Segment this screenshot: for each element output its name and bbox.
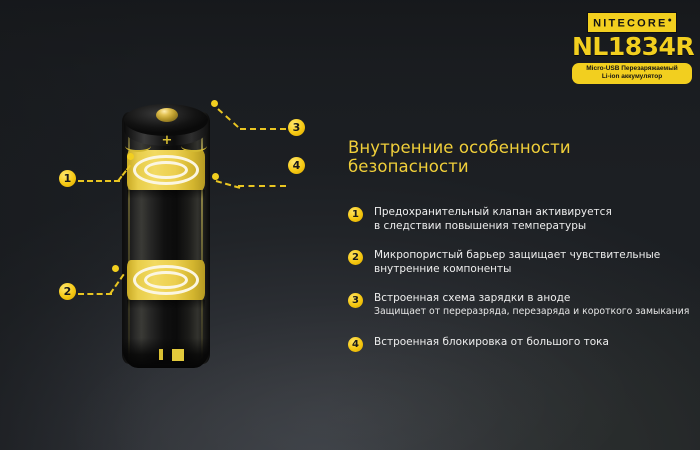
callout-anchor-dot-2	[112, 265, 119, 272]
callout-anchor-dot-4	[212, 173, 219, 180]
callout-leader-4-horizontal	[238, 185, 286, 187]
product-subtitle-line1: Micro-USB Перезаряжаемый	[586, 64, 678, 72]
feature-text-line1: Встроенная блокировка от большого тока	[374, 336, 609, 348]
ring-outer-oval	[133, 155, 199, 185]
battery-bottom-mark-large	[172, 349, 184, 361]
battery-illustration: +	[122, 94, 210, 368]
feature-item-1: 1 Предохранительный клапан активируется …	[348, 205, 692, 233]
callout-marker-1[interactable]: 1	[59, 170, 76, 187]
feature-bullet-2: 2	[348, 250, 363, 265]
feature-text-line1: Предохранительный клапан активируется	[374, 206, 612, 218]
feature-bullet-3: 3	[348, 293, 363, 308]
ring-outer-oval	[133, 265, 199, 295]
callout-leader-3-horizontal	[240, 128, 286, 130]
brand-logo-text: NITECORE	[593, 17, 668, 30]
feature-text-line2: в следствии повышения температуры	[374, 220, 587, 232]
feature-text-line2: Защищает от переразряда, перезаряда и ко…	[374, 306, 690, 317]
feature-bullet-1: 1	[348, 207, 363, 222]
battery-edge-highlight-right	[201, 116, 203, 358]
feature-text-line2: внутренние компоненты	[374, 263, 512, 275]
battery-positive-terminal	[156, 108, 178, 122]
feature-text-line1: Встроенная схема зарядки в аноде	[374, 292, 571, 304]
ring-inner-oval	[144, 271, 188, 289]
nitecore-logo: NITECORE●	[587, 12, 677, 33]
registered-trademark-icon: ●	[667, 17, 672, 24]
ring-band-shadow-bottom	[127, 300, 205, 309]
ring-inner-oval	[144, 161, 188, 179]
callout-marker-4[interactable]: 4	[288, 157, 305, 174]
callout-leader-1-horizontal	[78, 180, 120, 182]
callout-marker-2[interactable]: 2	[59, 283, 76, 300]
callout-anchor-dot-1	[127, 153, 134, 160]
product-model: NL1834R	[572, 31, 695, 61]
battery-edge-highlight-left	[128, 116, 130, 360]
feature-item-3: 3 Встроенная схема зарядки в аноде Защищ…	[348, 291, 692, 318]
feature-text-line1: Микропористый барьер защищает чувствител…	[374, 249, 661, 261]
feature-item-2: 2 Микропористый барьер защищает чувствит…	[348, 248, 692, 276]
feature-item-4: 4 Встроенная блокировка от большого тока	[348, 335, 692, 352]
cap-arc-right	[181, 140, 207, 152]
battery-bottom-shadow	[122, 338, 210, 368]
battery-bottom-mark-small	[159, 349, 163, 360]
feature-bullet-4: 4	[348, 337, 363, 352]
product-subtitle-line2: Li-ion аккумулятор	[601, 73, 663, 81]
callout-anchor-dot-3	[211, 100, 218, 107]
features-panel: Внутренние особенности безопасности 1 Пр…	[348, 138, 692, 364]
battery-ring-band-bottom	[127, 260, 205, 300]
plus-polarity-icon: +	[161, 133, 173, 148]
product-subtitle: Micro-USB Перезаряжаемый Li-ion аккумуля…	[572, 62, 692, 84]
callout-leader-2-horizontal	[78, 293, 112, 295]
panel-title: Внутренние особенности безопасности	[348, 138, 571, 176]
callout-marker-3[interactable]: 3	[288, 119, 305, 136]
cap-arc-left	[125, 140, 151, 152]
battery-ring-band-top	[127, 150, 205, 190]
ring-band-shadow-top	[127, 190, 205, 199]
features-list: 1 Предохранительный клапан активируется …	[348, 205, 692, 352]
brand-block: NITECORE● NL1834R Micro-USB Перезаряжаем…	[572, 12, 695, 84]
